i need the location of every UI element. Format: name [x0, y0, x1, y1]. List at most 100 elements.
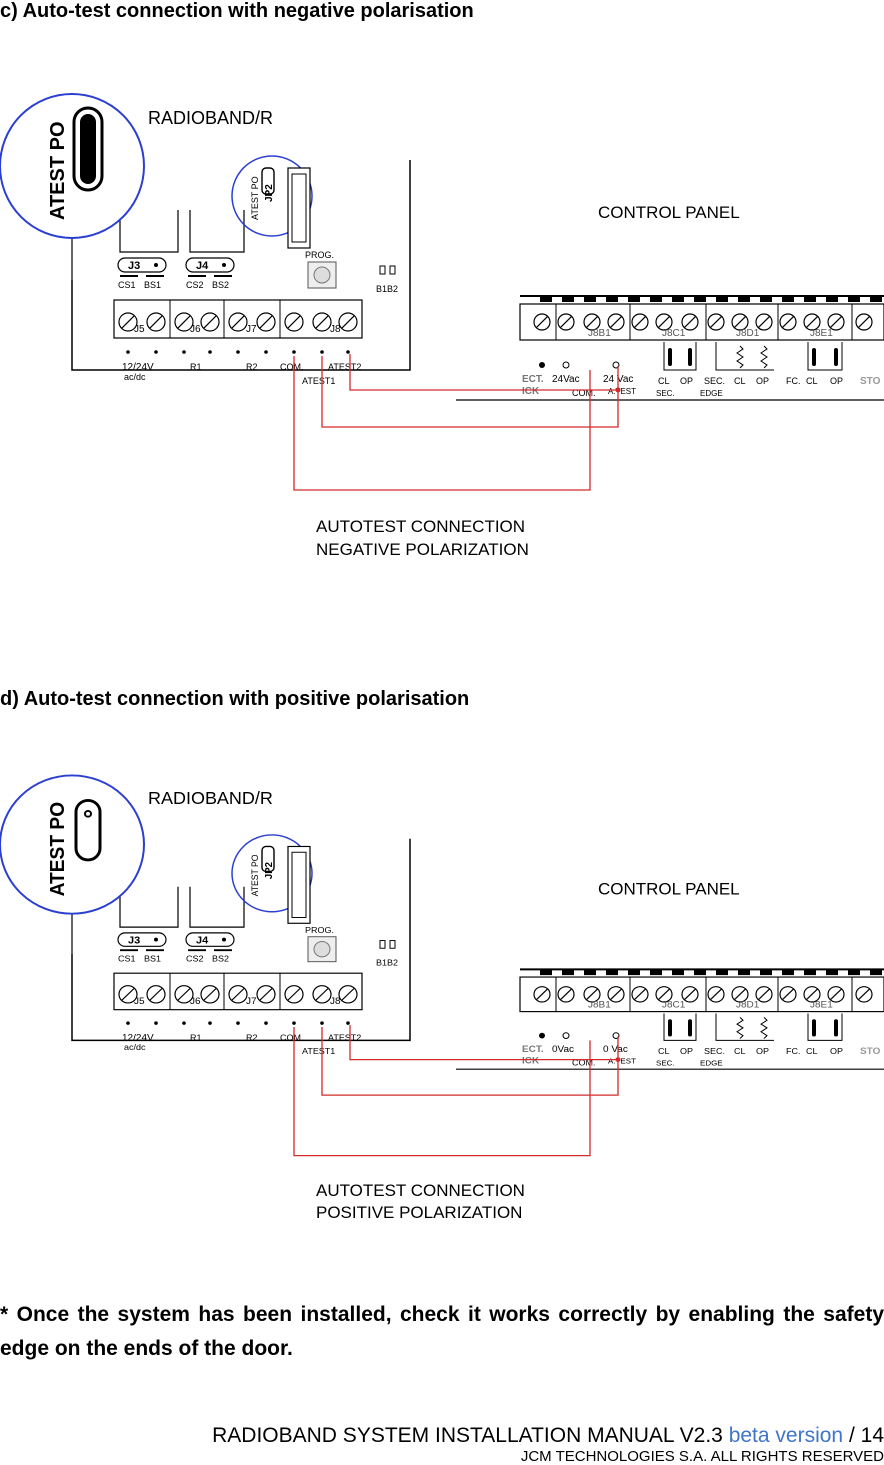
panel-group-label: J8C1	[662, 1000, 685, 1011]
panel-group-label: J8D1	[736, 328, 760, 339]
panel-tooth	[826, 296, 838, 302]
terminal-label-acdc: ac/dc	[124, 1042, 146, 1052]
prog-connector-inner	[291, 851, 307, 919]
footer-page-separator: /	[848, 1424, 855, 1447]
terminal-pin	[126, 350, 130, 354]
wire-atest2	[349, 354, 619, 391]
terminal-label-atest2: ATEST2	[328, 362, 361, 372]
terminal-pin	[182, 1021, 186, 1025]
terminal-pin	[182, 350, 186, 354]
terminal-screw	[146, 985, 166, 1004]
connector-dot	[154, 263, 158, 267]
terminal-label-atest2: ATEST2	[328, 1033, 361, 1043]
panel-label: SEC.	[656, 1059, 675, 1068]
b1-pad	[379, 940, 386, 949]
terminal-screw	[338, 985, 358, 1004]
panel-contact	[668, 1019, 672, 1037]
panel-group-label: J8C1	[662, 328, 686, 339]
panel-tooth	[562, 969, 574, 976]
panel-contact-wire	[663, 1013, 697, 1041]
terminal-group-label: J8	[330, 996, 341, 1007]
panel-contact-wire	[807, 1013, 843, 1041]
terminal-label-atest1: ATEST1	[302, 376, 335, 386]
panel-label: STO	[860, 376, 881, 387]
panel-tooth	[760, 296, 772, 302]
terminal-screw	[312, 312, 332, 332]
screw-slot	[657, 315, 671, 329]
magnifier-circle	[0, 93, 145, 239]
panel-label: ECT.	[522, 1044, 544, 1055]
screw-slot	[709, 988, 723, 1001]
panel-label: OP	[680, 376, 693, 386]
screw-slot	[559, 315, 573, 329]
terminal-screw	[557, 313, 575, 331]
prog-button-knob	[313, 941, 331, 958]
caption-line-1: AUTOTEST CONNECTION	[316, 517, 525, 536]
magnifier-circle	[0, 774, 145, 915]
panel-contact-wire	[807, 342, 843, 371]
jumper-label: ATEST PO	[250, 176, 260, 220]
terminal-screw	[256, 312, 276, 332]
jumper-name: JP2	[264, 184, 275, 202]
panel-group-label: J8E1	[810, 328, 833, 339]
screw-slot	[177, 987, 191, 1001]
screw-slot	[829, 988, 843, 1001]
panel-tooth	[826, 969, 838, 976]
terminal-screw	[533, 986, 551, 1003]
terminal-screw	[118, 312, 138, 332]
panel-label: FC.	[786, 376, 801, 386]
prog-button-knob	[313, 266, 331, 284]
prog-connector	[287, 167, 311, 249]
screw-slot	[121, 987, 135, 1001]
panel-group-label: J8D1	[736, 1000, 759, 1011]
terminal-screw	[779, 986, 797, 1003]
panel-label: SEC.	[656, 389, 675, 398]
terminal-screw	[338, 312, 358, 332]
panel-pin	[539, 362, 545, 368]
terminal-pin	[264, 350, 268, 354]
connector-j3	[117, 932, 167, 947]
panel-label: OP	[756, 1046, 769, 1056]
screw-slot	[781, 988, 795, 1001]
panel-tooth	[870, 969, 882, 976]
terminal-screw	[583, 986, 601, 1003]
panel-resistor-wire	[715, 342, 774, 371]
panel-contact	[688, 1019, 692, 1037]
screw-slot	[585, 315, 599, 329]
screw-slot	[535, 988, 549, 1001]
terminal-group-label: J5	[134, 324, 145, 335]
panel-label: CL	[806, 376, 818, 386]
panel-tooth	[562, 296, 574, 302]
terminal-screw	[146, 312, 166, 332]
connector-sub-label: CS2	[186, 954, 204, 964]
installation-note: * Once the system has been installed, ch…	[0, 1303, 884, 1360]
panel-label: OP	[756, 376, 769, 386]
screw-slot	[733, 315, 747, 329]
jumper-body	[261, 167, 275, 195]
panel-label: STO	[860, 1046, 881, 1057]
terminal-screw	[855, 986, 873, 1003]
terminal-screw	[312, 985, 332, 1004]
terminal-group-label: J7	[246, 996, 257, 1007]
terminal-pin	[346, 1021, 350, 1025]
wire-com	[293, 1026, 591, 1157]
magnifier-label: ATEST PO	[47, 121, 69, 220]
panel-label: CL	[806, 1046, 818, 1056]
terminal-screw	[607, 313, 625, 331]
b2-pad	[389, 265, 396, 275]
connector-sub-label: BS2	[212, 954, 229, 964]
terminal-screw	[855, 313, 873, 331]
panel-tooth	[804, 296, 816, 302]
section-d-heading: d) Auto-test connection with positive po…	[0, 688, 470, 710]
panel-tooth	[738, 296, 750, 302]
screw-slot	[829, 315, 843, 329]
panel-tooth	[804, 969, 816, 976]
screw-slot	[231, 315, 245, 329]
panel-label: OP	[830, 376, 843, 386]
connector-label: J4	[196, 260, 209, 272]
b1-pad	[379, 265, 386, 275]
panel-label: ECT.	[522, 374, 544, 385]
panel-group-label: J8B1	[588, 1000, 611, 1011]
